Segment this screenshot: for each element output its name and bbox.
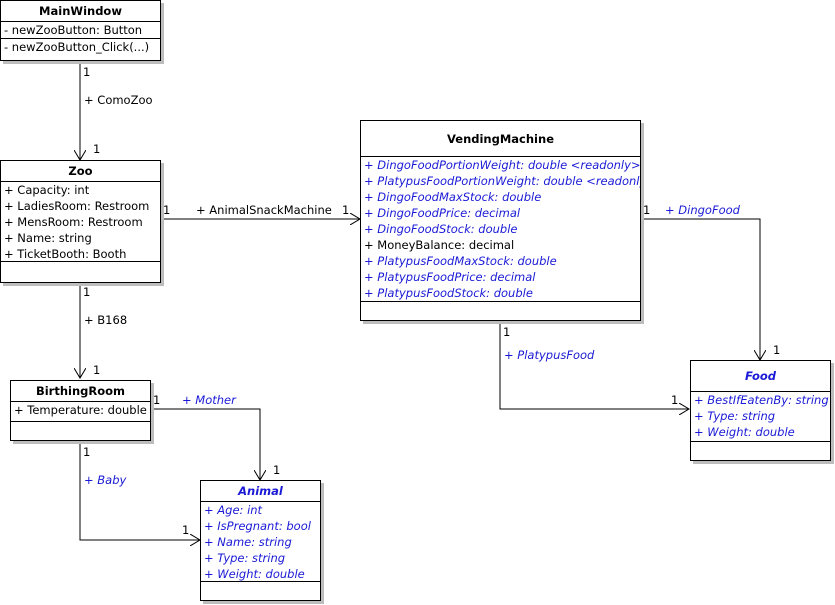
assoc-label-b168: + B168 bbox=[84, 313, 128, 327]
class-zoo[interactable]: Zoo + Capacity: int + LadiesRoom: Restro… bbox=[0, 160, 161, 283]
mult-baby-target: 1 bbox=[182, 523, 190, 537]
assoc-label-animalsnackmachine: + AnimalSnackMachine bbox=[196, 203, 332, 217]
class-animal[interactable]: Animal + Age: int + IsPregnant: bool + N… bbox=[200, 480, 321, 601]
class-animal-attributes: + Age: int + IsPregnant: bool + Name: st… bbox=[201, 502, 320, 582]
mult-platypusfood-target: 1 bbox=[671, 393, 679, 407]
mult-comozoo-source: 1 bbox=[83, 65, 91, 79]
attribute-row: - newZooButton: Button bbox=[4, 23, 143, 37]
attribute-row: + Age: int bbox=[204, 503, 263, 517]
assoc-label-comozoo: + ComoZoo bbox=[84, 93, 153, 107]
mult-baby-source: 1 bbox=[83, 445, 91, 459]
attribute-row: + PlatypusFoodPortionWeight: double <rea… bbox=[364, 174, 640, 188]
assoc-label-mother: + Mother bbox=[182, 393, 236, 407]
assoc-line-dingofood bbox=[640, 218, 760, 360]
assoc-label-baby: + Baby bbox=[84, 473, 127, 487]
assoc-label-dingofood: + DingoFood bbox=[665, 203, 740, 217]
attribute-row: + Weight: double bbox=[694, 425, 795, 439]
class-food-attributes: + BestIfEatenBy: string + Type: string +… bbox=[691, 392, 830, 442]
attribute-row: + Type: string bbox=[204, 551, 286, 565]
class-food[interactable]: Food + BestIfEatenBy: string + Type: str… bbox=[690, 360, 831, 461]
mult-dingofood-source: 1 bbox=[643, 203, 651, 217]
class-vendingmachine-title: VendingMachine bbox=[361, 121, 640, 157]
attribute-row: + TicketBooth: Booth bbox=[4, 247, 127, 261]
mult-animalsnackmachine-target: 1 bbox=[342, 203, 350, 217]
attribute-row: + BestIfEatenBy: string bbox=[694, 393, 829, 407]
class-food-title: Food bbox=[691, 361, 830, 392]
class-mainwindow-title: MainWindow bbox=[1, 1, 160, 22]
attribute-row: + Temperature: double bbox=[14, 403, 147, 417]
class-birthingroom-attributes: + Temperature: double bbox=[11, 402, 150, 422]
class-animal-title: Animal bbox=[201, 481, 320, 502]
attribute-row: + PlatypusFoodStock: double bbox=[364, 286, 533, 300]
mult-mother-source: 1 bbox=[153, 393, 161, 407]
class-mainwindow[interactable]: MainWindow - newZooButton: Button - newZ… bbox=[0, 0, 161, 61]
attribute-row: + Type: string bbox=[694, 409, 776, 423]
mult-b168-target: 1 bbox=[93, 363, 101, 377]
class-zoo-attributes: + Capacity: int + LadiesRoom: Restroom +… bbox=[1, 182, 160, 262]
mult-comozoo-target: 1 bbox=[93, 142, 101, 156]
mult-dingofood-target: 1 bbox=[773, 343, 781, 357]
assoc-label-platypusfood: + PlatypusFood bbox=[504, 348, 595, 362]
attribute-row: + DingoFoodStock: double bbox=[364, 222, 518, 236]
mult-animalsnackmachine-source: 1 bbox=[163, 203, 171, 217]
attribute-row: + DingoFoodPrice: decimal bbox=[364, 206, 521, 220]
class-birthingroom-title: BirthingRoom bbox=[11, 381, 150, 402]
attribute-row: + Weight: double bbox=[204, 567, 305, 581]
assoc-line-baby bbox=[79, 440, 200, 540]
class-mainwindow-operations: - newZooButton_Click(...) bbox=[1, 39, 160, 55]
class-zoo-title: Zoo bbox=[1, 161, 160, 182]
mult-mother-target: 1 bbox=[273, 463, 281, 477]
class-birthingroom[interactable]: BirthingRoom + Temperature: double bbox=[10, 380, 151, 441]
attribute-row: + IsPregnant: bool bbox=[204, 519, 311, 533]
attribute-row: + DingoFoodPortionWeight: double <readon… bbox=[364, 158, 640, 172]
attribute-row: + Capacity: int bbox=[4, 183, 90, 197]
assoc-line-platypusfood bbox=[499, 321, 689, 409]
class-mainwindow-attributes: - newZooButton: Button bbox=[1, 22, 160, 39]
mult-b168-source: 1 bbox=[83, 285, 91, 299]
attribute-row: + Name: string bbox=[204, 535, 292, 549]
attribute-row: + MensRoom: Restroom bbox=[4, 215, 143, 229]
attribute-row: + MoneyBalance: decimal bbox=[364, 238, 515, 252]
attribute-row: + PlatypusFoodPrice: decimal bbox=[364, 270, 536, 284]
mult-platypusfood-source: 1 bbox=[503, 325, 511, 339]
attribute-row: + LadiesRoom: Restroom bbox=[4, 199, 150, 213]
class-vendingmachine[interactable]: VendingMachine + DingoFoodPortionWeight:… bbox=[360, 120, 641, 321]
operation-row: - newZooButton_Click(...) bbox=[4, 40, 150, 54]
attribute-row: + Name: string bbox=[4, 231, 92, 245]
attribute-row: + PlatypusFoodMaxStock: double bbox=[364, 254, 557, 268]
attribute-row: + DingoFoodMaxStock: double bbox=[364, 190, 542, 204]
assoc-line-mother bbox=[150, 408, 260, 480]
class-vendingmachine-attributes: + DingoFoodPortionWeight: double <readon… bbox=[361, 157, 640, 302]
